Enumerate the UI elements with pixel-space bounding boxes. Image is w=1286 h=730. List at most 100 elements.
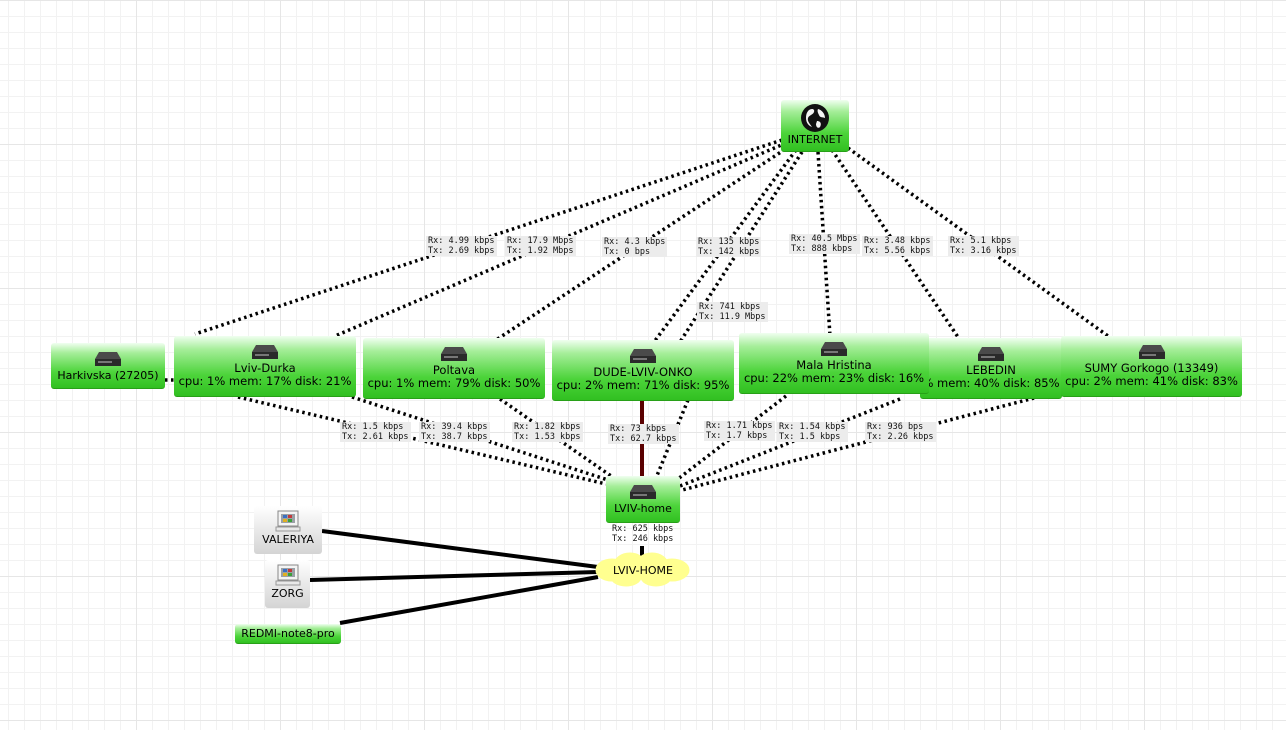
router-icon <box>1138 345 1165 359</box>
hub-name: LVIV-home <box>614 502 672 515</box>
client-name: REDMI-note8-pro <box>241 627 335 640</box>
router-sumy-gorkogo[interactable]: SUMY Gorkogo (13349) cpu: 2% mem: 41% di… <box>1061 336 1242 397</box>
link-label-sumy: Rx: 5.1 kbps Tx: 3.16 kbps <box>948 236 1019 256</box>
link-label-hub-b: Rx: 39.4 kbps Tx: 38.7 kbps <box>419 422 490 442</box>
link-label-mala-hristina: Rx: 40.5 Mbps Tx: 888 kbps <box>789 234 860 254</box>
link-lebedin-hub <box>679 397 901 488</box>
router-lebedin[interactable]: LEBEDIN % mem: 40% disk: 85% <box>920 338 1062 399</box>
link-label-hub-d: Rx: 73 kbps Tx: 62.7 kbps <box>608 424 679 444</box>
tx-value: Tx: 3.16 kbps <box>950 246 1017 256</box>
link-label-poltava: Rx: 4.3 kbps Tx: 0 bps <box>602 237 668 257</box>
link-label-lviv-durka: Rx: 17.9 Mbps Tx: 1.92 Mbps <box>505 236 576 256</box>
rx-value: Rx: 1.71 kbps <box>706 421 773 431</box>
router-poltava[interactable]: Poltava cpu: 1% mem: 79% disk: 50% <box>363 338 545 399</box>
tx-value: Tx: 62.7 kbps <box>610 434 677 444</box>
rx-value: Rx: 40.5 Mbps <box>791 234 858 244</box>
tx-value: Tx: 246 kbps <box>612 534 674 544</box>
tx-value: Tx: 2.26 kbps <box>867 432 934 442</box>
router-name: SUMY Gorkogo (13349) <box>1084 361 1219 375</box>
router-stats: cpu: 2% mem: 41% disk: 83% <box>1065 374 1238 388</box>
client-name: ZORG <box>271 587 304 600</box>
rx-value: Rx: 73 kbps <box>610 424 667 434</box>
tx-value: Tx: 0 bps <box>604 247 651 257</box>
router-mala-hristina[interactable]: Mala Hristina cpu: 22% mem: 23% disk: 16… <box>739 333 929 394</box>
link-label-dude-b: Rx: 741 kbps Tx: 11.9 Mbps <box>697 302 768 322</box>
internet-label: INTERNET <box>787 133 843 146</box>
client-valeriya[interactable]: VALERIYA <box>254 506 322 554</box>
client-name: VALERIYA <box>262 533 314 546</box>
tx-value: Tx: 2.61 kbps <box>342 432 409 442</box>
tx-value: Tx: 2.69 kbps <box>428 246 495 256</box>
tx-value: Tx: 11.9 Mbps <box>699 312 766 322</box>
link-valeriya-cloud <box>321 529 599 569</box>
link-label-uplink: Rx: 625 kbps Tx: 246 kbps <box>610 524 675 544</box>
link-poltava-hub <box>499 397 615 480</box>
router-icon <box>821 342 847 356</box>
router-name: Mala Hristina <box>796 358 872 372</box>
link-label-hub-e: Rx: 1.71 kbps Tx: 1.7 kbps <box>704 421 775 441</box>
link-label-hub-g: Rx: 936 bps Tx: 2.26 kbps <box>865 422 936 442</box>
rx-value: Rx: 1.54 kbps <box>779 422 846 432</box>
router-harkivska[interactable]: Harkivska (27205) <box>51 343 165 389</box>
link-label-harkivska: Rx: 4.99 kbps Tx: 2.69 kbps <box>426 236 497 256</box>
router-lviv-durka[interactable]: Lviv-Durka cpu: 1% mem: 17% disk: 21% <box>174 336 356 397</box>
tx-value: Tx: 1.53 kbps <box>514 432 581 442</box>
router-icon <box>630 349 656 363</box>
router-icon <box>252 345 278 359</box>
router-stats: cpu: 1% mem: 79% disk: 50% <box>367 376 541 390</box>
link-label-hub-c: Rx: 1.82 kbps Tx: 1.53 kbps <box>512 422 583 442</box>
router-stats: % mem: 40% disk: 85% <box>922 376 1060 390</box>
cloud-shape <box>595 552 690 587</box>
router-name: Poltava <box>432 363 476 377</box>
computer-icon <box>275 564 300 586</box>
rx-value: Rx: 625 kbps <box>612 524 674 534</box>
client-zorg[interactable]: ZORG <box>265 560 310 608</box>
router-icon <box>978 347 1004 361</box>
rx-value: Rx: 1.5 kbps <box>342 422 404 432</box>
rx-value: Rx: 3.48 kbps <box>864 236 931 246</box>
router-name: LEBEDIN <box>966 363 1016 377</box>
tx-value: Tx: 5.56 kbps <box>864 246 931 256</box>
router-icon <box>630 485 656 499</box>
internet-node[interactable]: INTERNET <box>781 100 849 152</box>
rx-value: Rx: 4.99 kbps <box>428 236 495 246</box>
cloud-label[interactable]: LVIV-HOME <box>613 564 673 577</box>
tx-value: Tx: 1.92 Mbps <box>507 246 574 256</box>
router-stats: cpu: 1% mem: 17% disk: 21% <box>178 374 352 388</box>
rx-value: Rx: 741 kbps <box>699 302 761 312</box>
router-lviv-home[interactable]: LVIV-home <box>606 476 680 523</box>
tx-value: Tx: 1.7 kbps <box>706 431 768 441</box>
tx-value: Tx: 38.7 kbps <box>421 432 488 442</box>
rx-value: Rx: 135 kbps <box>698 237 760 247</box>
router-dude-lviv-onko[interactable]: DUDE-LVIV-ONKO cpu: 2% mem: 71% disk: 95… <box>552 340 734 401</box>
link-redmi-cloud <box>339 575 599 625</box>
link-internet-lviv-durka <box>334 141 787 338</box>
link-zorg-cloud <box>309 570 599 582</box>
rx-value: Rx: 5.1 kbps <box>950 236 1012 246</box>
link-label-hub-a: Rx: 1.5 kbps Tx: 2.61 kbps <box>340 422 411 442</box>
rx-value: Rx: 4.3 kbps <box>604 237 666 247</box>
router-name: DUDE-LVIV-ONKO <box>593 365 693 379</box>
tx-value: Tx: 888 kbps <box>791 244 853 254</box>
link-internet-dude-a <box>652 148 798 344</box>
rx-value: Rx: 1.82 kbps <box>514 422 581 432</box>
rx-value: Rx: 39.4 kbps <box>421 422 488 432</box>
link-label-hub-f: Rx: 1.54 kbps Tx: 1.5 kbps <box>777 422 848 442</box>
rx-value: Rx: 17.9 Mbps <box>507 236 574 246</box>
client-redmi-note8-pro[interactable]: REDMI-note8-pro <box>235 624 341 644</box>
router-icon <box>95 352 121 366</box>
tx-value: Tx: 142 kbps <box>698 247 760 257</box>
router-name: Harkivska (27205) <box>57 369 159 382</box>
router-icon <box>441 347 467 361</box>
link-internet-harkivska <box>194 138 783 336</box>
router-stats: cpu: 22% mem: 23% disk: 16% <box>743 371 925 385</box>
router-stats: cpu: 2% mem: 71% disk: 95% <box>556 378 730 392</box>
tx-value: Tx: 1.5 kbps <box>779 432 841 442</box>
link-label-dude-a: Rx: 135 kbps Tx: 142 kbps <box>696 237 762 257</box>
link-sumy-hub <box>681 396 1035 492</box>
rx-value: Rx: 936 bps <box>867 422 924 432</box>
link-label-lebedin: Rx: 3.48 kbps Tx: 5.56 kbps <box>862 236 933 256</box>
router-name: Lviv-Durka <box>234 361 296 375</box>
link-lviv-durka-hub-b <box>351 395 609 482</box>
